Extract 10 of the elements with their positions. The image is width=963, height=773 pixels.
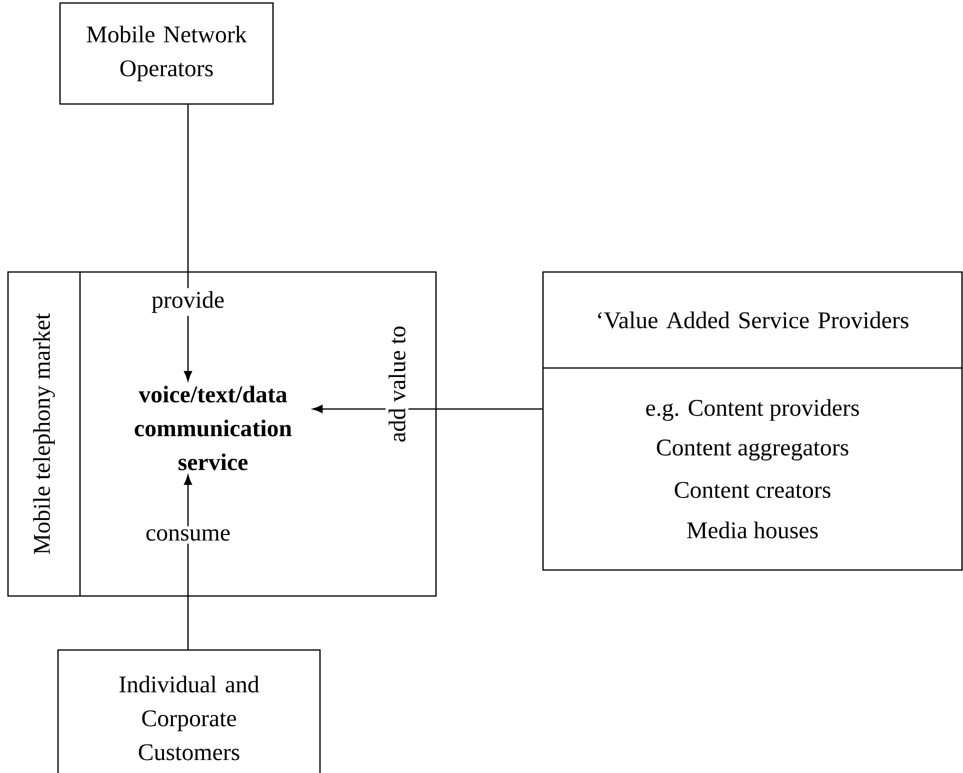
edge-label: add value to xyxy=(386,322,408,446)
provider-box: ‘Value Added Service Providers e.g. Content providers Content aggregators Content creators Media houses xyxy=(542,271,963,571)
customer-box: Individual and Corporate Customers xyxy=(57,649,321,773)
edge-label: consume xyxy=(142,526,234,544)
arrow xyxy=(184,474,192,650)
operator-box: Mobile Network Operators xyxy=(59,2,274,105)
arrow xyxy=(184,104,192,382)
service-text: voice/text/data communication service xyxy=(134,386,292,470)
edge-label: provide xyxy=(148,288,228,316)
arrow xyxy=(312,404,542,414)
